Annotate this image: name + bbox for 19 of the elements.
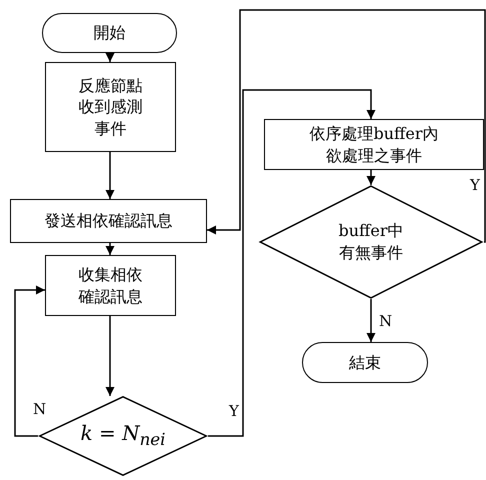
arrow [106,152,114,199]
process-box: 收集相依確認訊息 [45,255,176,316]
edge-label: N [32,402,48,417]
process-box: 反應節點收到感測事件 [45,62,176,152]
arrow [106,243,114,255]
process-box: 發送相依確認訊息 [10,199,207,243]
edge-label: Y [228,404,240,419]
arrow [366,299,376,342]
terminal-box: 開始 [42,13,177,53]
process-box: 依序處理buffer內欲處理之事件 [264,119,484,170]
arrow [14,286,45,437]
arrow [366,170,376,185]
arrow [208,89,376,437]
edge-label: Y [469,178,481,193]
arrow [207,9,486,243]
edge-label: N [378,314,394,329]
arrow [106,316,114,396]
arrow [106,53,114,62]
terminal-box: 結束 [302,342,428,383]
